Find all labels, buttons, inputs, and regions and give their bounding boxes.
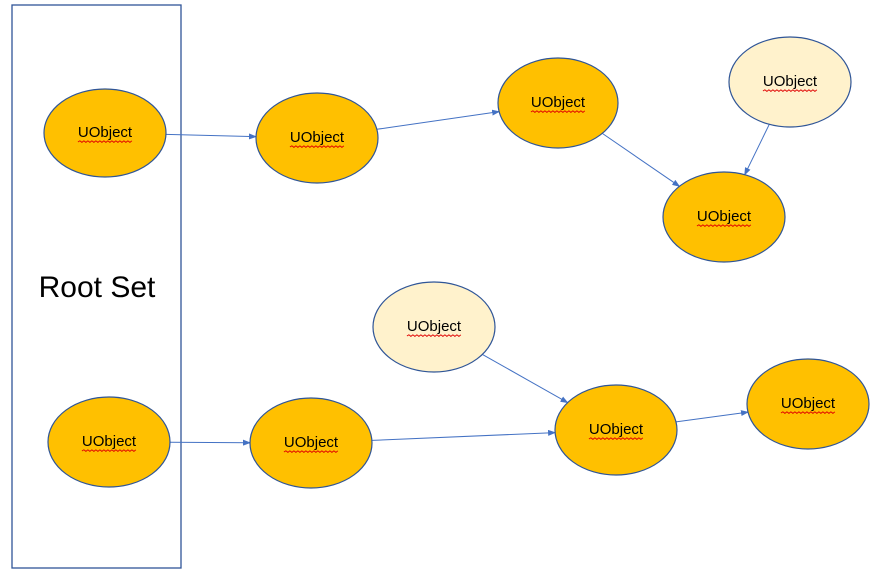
uobject-node-u2: UObject — [372, 281, 496, 373]
node-label: UObject — [531, 94, 586, 111]
spellcheck-underline — [780, 411, 836, 414]
node-label: UObject — [589, 421, 644, 438]
uobject-node-u1: UObject — [728, 36, 852, 128]
reference-arrow-a2-to-a3 — [602, 132, 681, 187]
spellcheck-underline — [530, 110, 586, 113]
node-ellipse — [47, 396, 171, 488]
spellcheck-underline — [406, 334, 462, 337]
spellcheck-underline — [289, 145, 345, 148]
node-label: UObject — [781, 395, 836, 412]
node-label: UObject — [78, 124, 133, 141]
edges-layer — [165, 109, 770, 446]
uobject-node-a1: UObject — [255, 92, 379, 184]
node-ellipse — [372, 281, 496, 373]
uobject-node-b1: UObject — [249, 397, 373, 489]
uobject-node-root-2: UObject — [47, 396, 171, 488]
node-label: UObject — [697, 208, 752, 225]
reference-arrow-u2-to-b2 — [482, 353, 569, 404]
node-ellipse — [728, 36, 852, 128]
reference-arrow-b1-to-b2 — [371, 429, 557, 441]
spellcheck-underline — [762, 89, 818, 92]
spellcheck-underline — [588, 437, 644, 440]
spellcheck-underline — [696, 224, 752, 227]
uobject-node-b3: UObject — [746, 358, 870, 450]
node-ellipse — [554, 384, 678, 476]
uobject-node-a3: UObject — [662, 171, 786, 263]
node-label: UObject — [763, 73, 818, 90]
spellcheck-underline — [81, 449, 137, 452]
node-ellipse — [249, 397, 373, 489]
node-ellipse — [662, 171, 786, 263]
node-label: UObject — [82, 433, 137, 450]
node-ellipse — [746, 358, 870, 450]
root-set-label: Root Set — [39, 271, 156, 304]
node-ellipse — [43, 88, 167, 178]
node-ellipse — [255, 92, 379, 184]
spellcheck-underline — [77, 140, 133, 143]
uobject-node-a2: UObject — [497, 57, 619, 149]
reference-arrow-a1-to-a2 — [376, 109, 501, 130]
uobject-node-root-1: UObject — [43, 88, 167, 178]
node-label: UObject — [284, 434, 339, 451]
node-label: UObject — [407, 318, 462, 335]
uobject-node-b2: UObject — [554, 384, 678, 476]
reference-arrow-u1-to-a3 — [744, 124, 770, 176]
spellcheck-underline — [283, 450, 339, 453]
reference-arrow-root-1-to-a1 — [165, 133, 257, 140]
node-ellipse — [497, 57, 619, 149]
node-label: UObject — [290, 129, 345, 146]
root-set-box — [11, 4, 182, 569]
reference-arrow-b2-to-b3 — [675, 410, 749, 423]
